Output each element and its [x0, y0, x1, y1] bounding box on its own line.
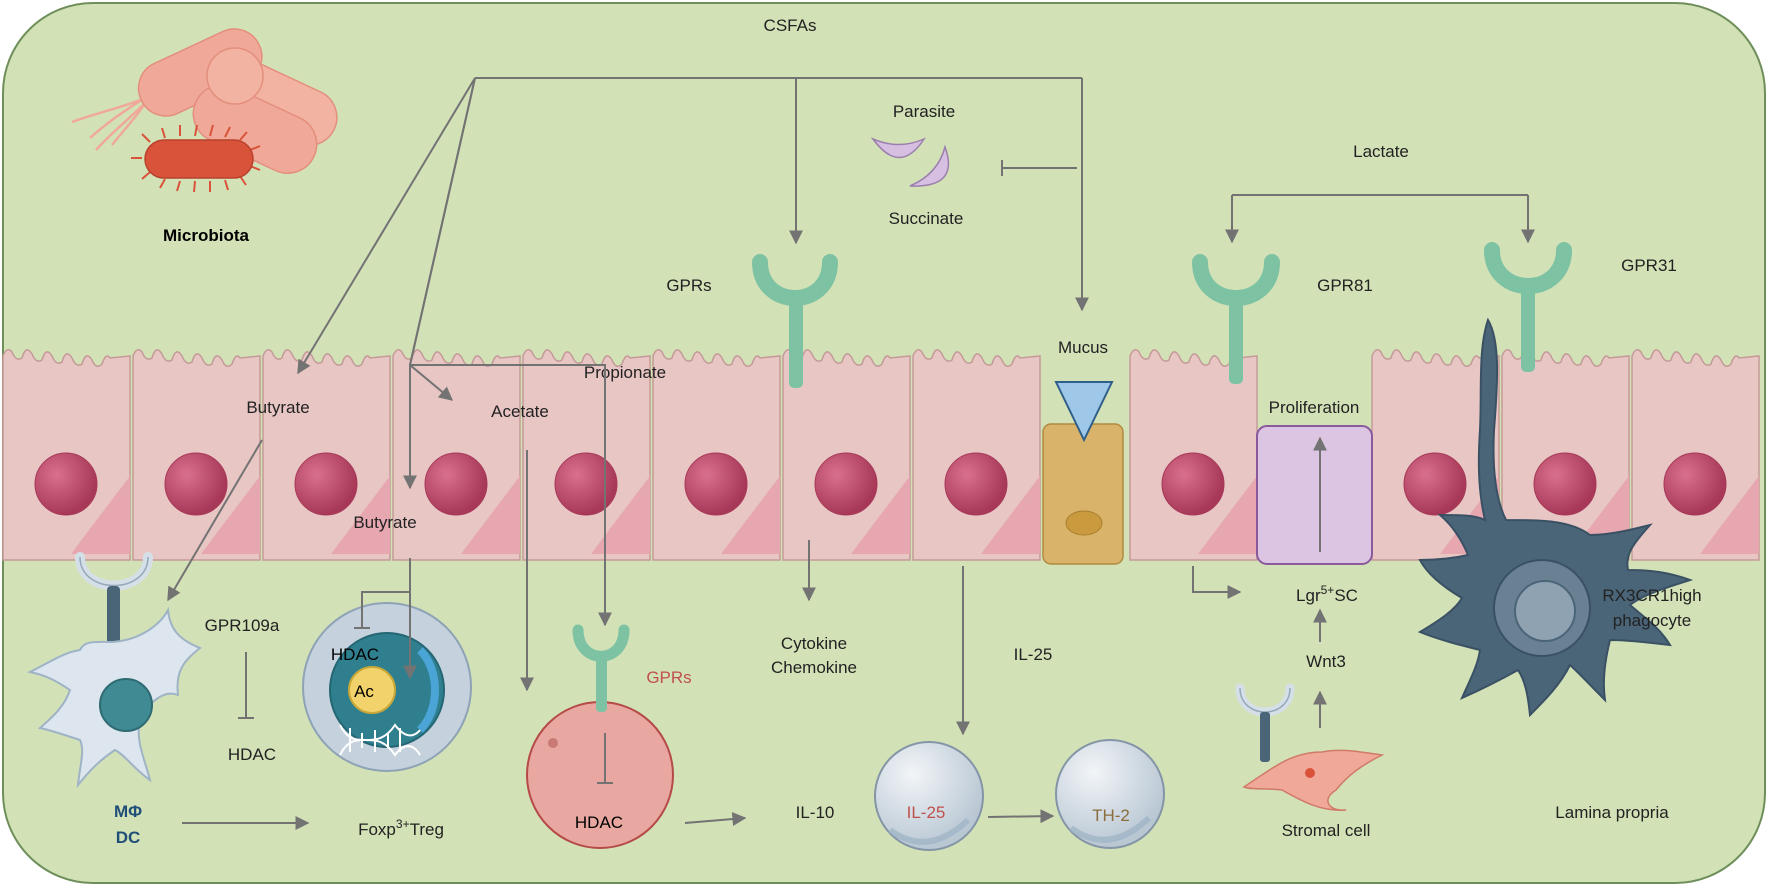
bacterium-red [131, 124, 261, 193]
epithelial-cell [132, 349, 261, 561]
hdac-label-left: HDAC [228, 745, 276, 764]
butyrate-label-upper: Butyrate [246, 398, 309, 417]
phagocyte-cell [1417, 317, 1694, 718]
epithelial-cell [652, 349, 781, 561]
red-cell [526, 624, 674, 849]
il25-cell [874, 741, 984, 851]
epithelial-cell [782, 349, 911, 561]
bacterium-4 [206, 47, 264, 105]
microbiota-label: Microbiota [163, 226, 249, 245]
hdac-label-treg: HDAC [331, 645, 379, 664]
parasite-shape [870, 137, 950, 187]
arrow-connectors [167, 77, 1535, 830]
gprs-label-red: GPRs [646, 668, 691, 687]
gpr31-label: GPR31 [1621, 256, 1677, 275]
arrow-butyrate-to-macrophage [167, 439, 263, 602]
wnt3-label: Wnt3 [1306, 652, 1346, 671]
cytokine-label: Cytokine [781, 634, 847, 653]
lamina-propria-label: Lamina propria [1555, 803, 1669, 822]
arrow-il25-to-th2 [987, 809, 1055, 824]
dc-label: DC [116, 828, 141, 847]
arrow-csfas-to-butyrate [297, 77, 476, 375]
il25-label-free: IL-25 [1014, 645, 1053, 664]
mphi-label: MΦ [114, 802, 142, 821]
arrow-cell-to-lgr5 [1192, 566, 1242, 599]
chemokine-label: Chemokine [771, 658, 857, 677]
ac-label: Ac [354, 682, 374, 701]
gprs-top-label: GPRs [666, 276, 711, 295]
epithelial-cell [1129, 349, 1258, 561]
goblet-cell [1042, 381, 1124, 565]
succinate-label: Succinate [889, 209, 964, 228]
foxp3-treg-label: Foxp3+Treg [358, 817, 444, 839]
epithelial-cell [912, 349, 1041, 561]
epithelial-cell [1631, 349, 1760, 561]
propionate-line [410, 364, 612, 627]
acetate-label: Acetate [491, 402, 549, 421]
microbiota-illustration [71, 28, 338, 193]
epithelial-layer: Proliferation [2, 349, 1760, 565]
il25-cell-label: IL-25 [907, 803, 946, 822]
macrophage-dc-cell [26, 552, 202, 789]
th2-cell [1055, 739, 1165, 849]
il10-label: IL-10 [796, 803, 835, 822]
lgr5-sc-label: Lgr5+SC [1296, 583, 1358, 605]
inhibit-butyrate-hdac [361, 591, 410, 628]
phagocyte-label-line2: phagocyte [1613, 611, 1691, 630]
gpr31-receptor [1484, 242, 1572, 372]
butyrate-label-lower: Butyrate [353, 513, 416, 532]
epithelial-cell [262, 349, 391, 561]
parasite-label: Parasite [893, 102, 955, 121]
th2-label: TH-2 [1092, 806, 1130, 825]
proliferation-label: Proliferation [1269, 398, 1360, 417]
gpr81-label: GPR81 [1317, 276, 1373, 295]
epithelial-cell [2, 349, 131, 561]
stromal-cell [1235, 683, 1385, 811]
mucus-label: Mucus [1058, 338, 1108, 357]
stromal-cell-label: Stromal cell [1282, 821, 1371, 840]
gprs-receptor-top [752, 254, 838, 388]
proliferation-box [1256, 425, 1373, 565]
arrow-hdac-to-il10 [684, 812, 747, 827]
treg-cell [302, 602, 472, 772]
lactate-label: Lactate [1353, 142, 1409, 161]
gpr109a-label: GPR109a [205, 616, 280, 635]
gpr81-receptor [1192, 254, 1280, 384]
dna-icon [339, 723, 421, 757]
hdac-label-red: HDAC [575, 813, 623, 832]
csfas-label: CSFAs [764, 16, 817, 35]
phagocyte-label-line1: RX3CR1high [1602, 586, 1701, 605]
